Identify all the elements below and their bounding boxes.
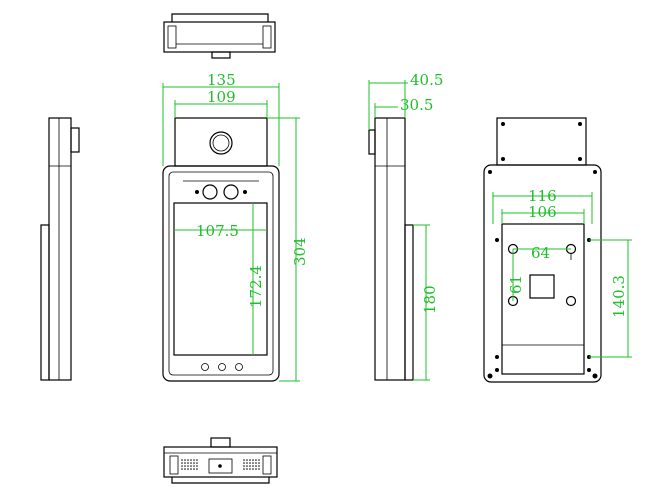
grille-hole: [255, 462, 257, 464]
grille-hole: [249, 468, 251, 470]
grille-hole: [252, 465, 254, 467]
grille-hole: [187, 459, 189, 461]
grille-hole: [252, 462, 254, 464]
dim-back-width-inner: 106: [528, 203, 557, 221]
top-view: [163, 13, 276, 59]
grille-hole: [184, 468, 186, 470]
grille-hole: [249, 465, 251, 467]
grille-hole: [181, 465, 183, 467]
grille-hole: [258, 462, 260, 464]
dim-bracket-height: 180: [421, 285, 439, 314]
side-dimensions: [368, 80, 430, 381]
dim-back-width-outer: 116: [528, 187, 557, 205]
grille-hole: [187, 462, 189, 464]
front-view: [162, 117, 280, 382]
grille-hole: [187, 465, 189, 467]
grille-hole: [246, 468, 248, 470]
speaker-grille-left: [181, 459, 198, 470]
grille-hole: [184, 465, 186, 467]
grille-hole: [246, 465, 248, 467]
grille-hole: [249, 459, 251, 461]
grille-hole: [181, 468, 183, 470]
dim-front-top-width: 109: [207, 88, 236, 106]
dim-hole-spacing-y: 61: [507, 275, 525, 294]
grille-hole: [255, 465, 257, 467]
grille-hole: [190, 462, 192, 464]
dim-side-depth: 40.5: [410, 71, 443, 89]
grille-hole: [249, 462, 251, 464]
grille-hole: [196, 468, 198, 470]
grille-hole: [255, 468, 257, 470]
dim-hole-spacing-x: 64: [531, 244, 550, 262]
back-dimensions: [492, 192, 632, 358]
left-side-view: [40, 117, 80, 381]
grille-hole: [193, 459, 195, 461]
grille-hole: [196, 459, 198, 461]
dim-back-height: 140.3: [610, 275, 628, 318]
grille-hole: [252, 459, 254, 461]
grille-hole: [243, 468, 245, 470]
grille-hole: [184, 459, 186, 461]
dim-total-height: 304: [291, 237, 309, 266]
grille-hole: [258, 465, 260, 467]
grille-hole: [246, 462, 248, 464]
dim-side-inner-depth: 30.5: [400, 96, 433, 114]
grille-hole: [196, 465, 198, 467]
grille-hole: [190, 459, 192, 461]
front-dimensions: [162, 83, 300, 382]
grille-hole: [243, 462, 245, 464]
right-side-view: [368, 117, 414, 381]
grille-hole: [181, 459, 183, 461]
grille-hole: [252, 468, 254, 470]
grille-hole: [258, 468, 260, 470]
grille-hole: [193, 468, 195, 470]
speaker-grille-right: [243, 459, 260, 470]
grille-hole: [243, 459, 245, 461]
grille-hole: [255, 459, 257, 461]
grille-hole: [243, 465, 245, 467]
dim-front-width: 135: [207, 71, 236, 89]
dim-screen-height: 172.4: [247, 265, 265, 308]
grille-hole: [196, 462, 198, 464]
grille-hole: [187, 468, 189, 470]
dim-screen-width: 107.5: [196, 222, 239, 240]
grille-hole: [181, 462, 183, 464]
grille-hole: [190, 465, 192, 467]
grille-hole: [193, 465, 195, 467]
grille-hole: [184, 462, 186, 464]
grille-hole: [193, 462, 195, 464]
grille-hole: [190, 468, 192, 470]
grille-hole: [258, 459, 260, 461]
grille-hole: [246, 459, 248, 461]
bottom-view: [163, 437, 278, 484]
